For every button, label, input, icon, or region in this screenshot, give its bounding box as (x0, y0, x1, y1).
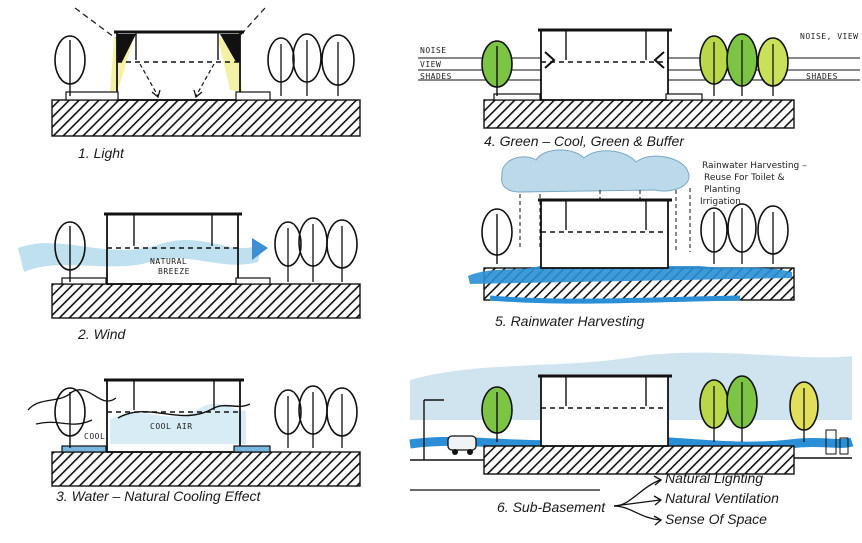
panel-wind-sketch (18, 212, 361, 319)
rainwater-note-line-3: Planting (704, 185, 741, 195)
sketch-text-noise-left: NOISE (420, 46, 447, 55)
sketch-text-cool-air: COOL AIR (150, 422, 193, 431)
benefit-natural-ventilation: Natural Ventilation (665, 490, 779, 506)
caption-green: 4. Green – Cool, Green & Buffer (484, 133, 684, 149)
panel-light-sketch (51, 7, 361, 137)
sketch-text-view-left: VIEW (420, 60, 442, 69)
sketch-text-natural: NATURAL (150, 257, 188, 266)
panel-rainwater-sketch (468, 149, 795, 304)
rainwater-note-line-1: Rainwater Harvesting – (702, 161, 807, 171)
caption-rainwater: 5. Rainwater Harvesting (495, 313, 645, 329)
rainwater-note-line-4: Irrigation (700, 197, 741, 207)
panel-water-sketch (27, 378, 361, 487)
caption-water: 3. Water – Natural Cooling Effect (56, 488, 261, 504)
caption-light: 1. Light (78, 145, 124, 161)
panel-green-sketch (418, 28, 860, 129)
sketch-text-shades-right: SHADES (806, 72, 838, 81)
benefit-sense-of-space: Sense Of Space (665, 511, 767, 527)
sketch-text-breeze: BREEZE (158, 267, 190, 276)
rainwater-note-line-2: Reuse For Toilet & (704, 173, 785, 183)
benefit-natural-lighting: Natural Lighting (665, 470, 764, 486)
sketch-text-noise-view-right: NOISE, VIEW (800, 32, 859, 41)
caption-subbasement: 6. Sub-Basement (497, 499, 606, 515)
sketch-text-shades-left: SHADES (420, 72, 452, 81)
panel-subbasement-sketch (409, 352, 854, 526)
sketch-text-cool: COOL (84, 432, 106, 441)
caption-wind: 2. Wind (78, 326, 126, 342)
